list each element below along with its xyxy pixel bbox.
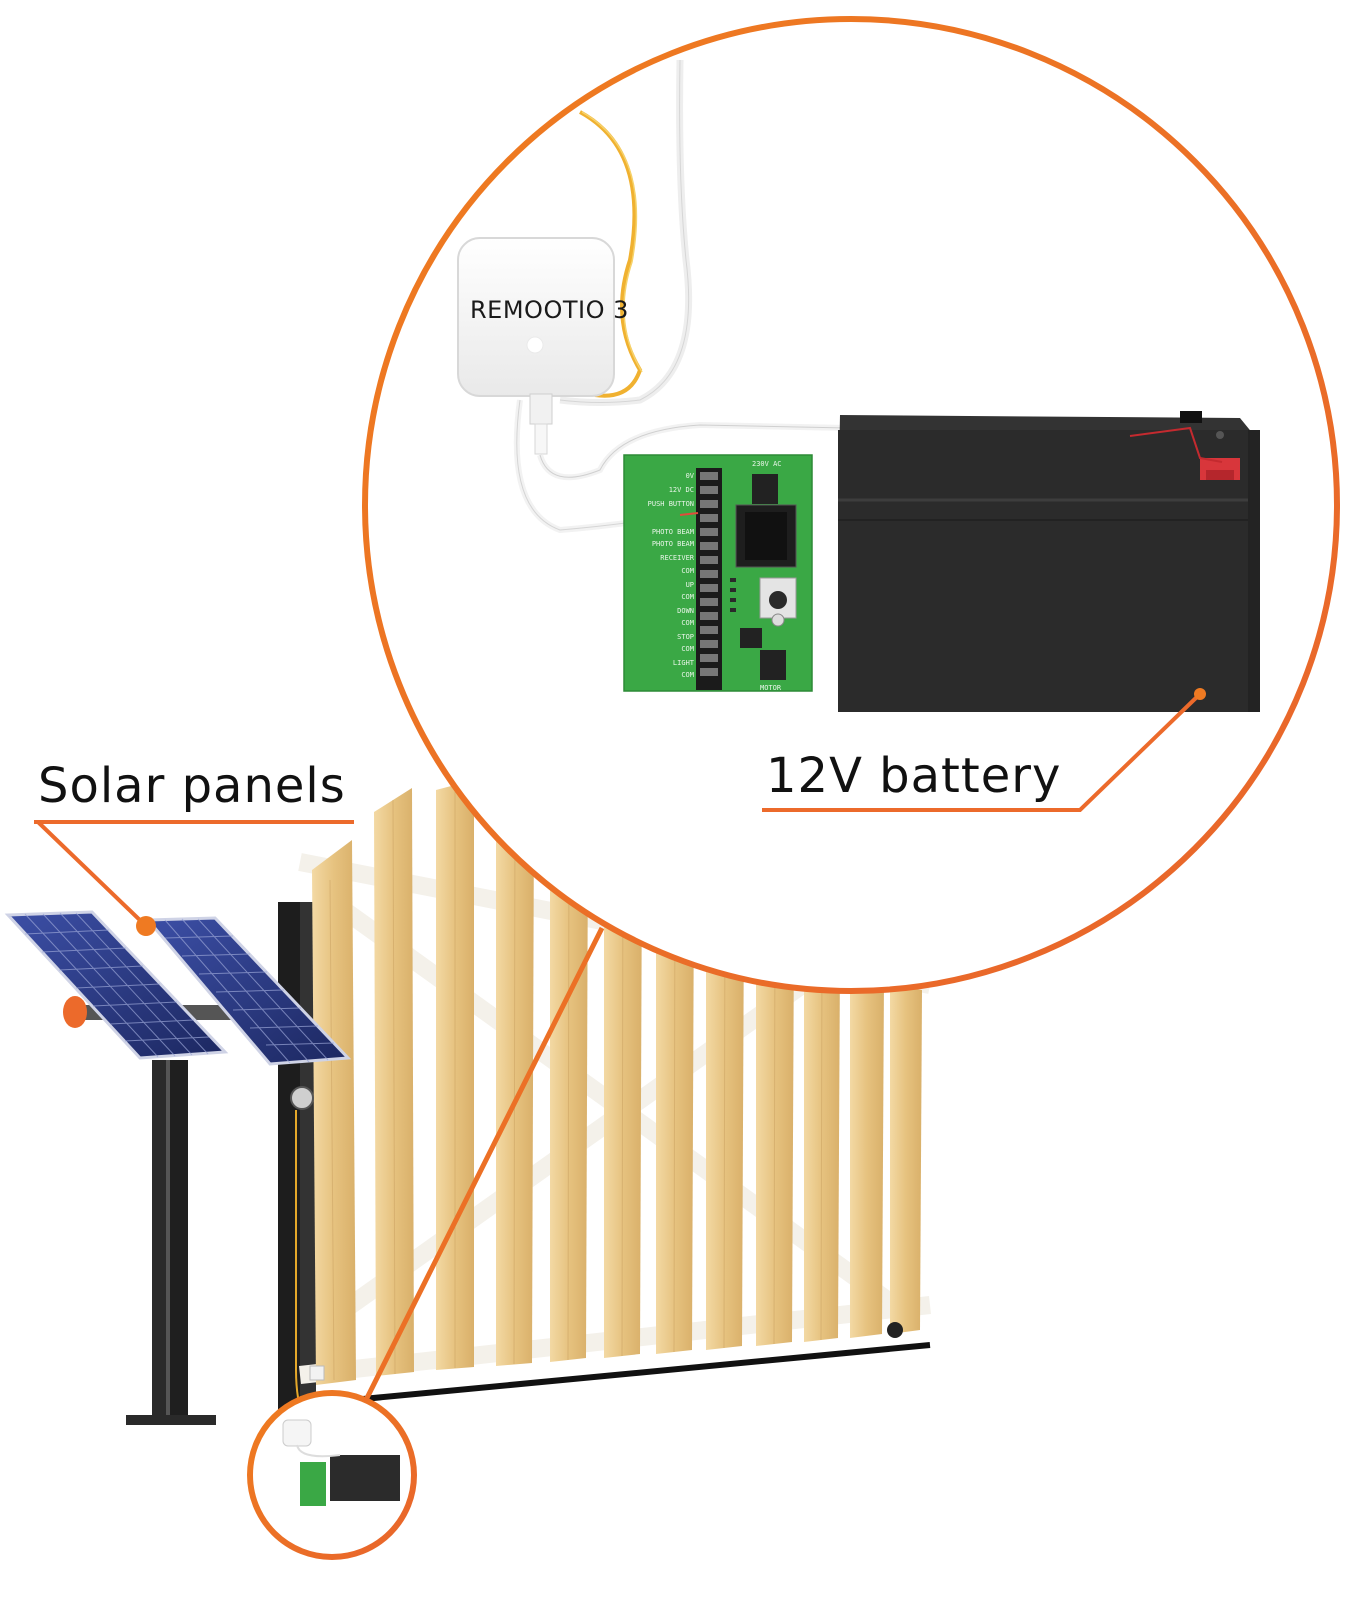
pcb-terminal-label: COM <box>681 593 694 601</box>
solar-panel-right <box>144 916 352 1066</box>
pcb-terminal-label: STOP <box>677 633 694 641</box>
remootio-device-label: REMOOTIO 3 <box>470 296 629 324</box>
small-detail-circle <box>247 1390 417 1560</box>
status-led <box>526 336 544 354</box>
pcb-power-label: 230V AC <box>752 460 782 468</box>
pcb-terminal-label: COM <box>681 645 694 653</box>
pcb-motor-label: MOTOR <box>760 684 782 692</box>
solar-panels-label: Solar panels <box>38 758 346 814</box>
callout-solar-dot <box>136 916 156 936</box>
battery-12v <box>838 411 1260 712</box>
pcb-terminal-label: COM <box>681 671 694 679</box>
pcb-terminal-label: RECEIVER <box>660 554 695 562</box>
pcb-terminal-label: UP <box>686 581 694 589</box>
gate-rail <box>299 1342 931 1408</box>
pcb-terminal-label: 12V DC <box>669 486 694 494</box>
gate-wheel <box>887 1322 903 1338</box>
pcb-terminal-label: PUSH BUTTON <box>648 500 694 508</box>
pcb-chip <box>740 628 762 648</box>
gate-scene <box>278 780 932 1421</box>
callout-solar <box>34 820 354 936</box>
solar-panel-left <box>4 910 229 1060</box>
big-detail-circle: 0V 12V DC PUSH BUTTON PHOTO BEAM PHOTO B… <box>362 16 1340 994</box>
solar-panel-assembly <box>4 910 352 1425</box>
callout-battery <box>762 688 1206 812</box>
yellow-wire <box>579 110 643 398</box>
pcb-power-connector <box>752 474 778 504</box>
battery-terminal-negative <box>1180 411 1202 423</box>
pcb-terminal-label: PHOTO BEAM <box>652 540 694 548</box>
battery-label: 12V battery <box>766 748 1062 804</box>
pcb-terminal-label: COM <box>681 567 694 575</box>
control-board-pcb: 0V 12V DC PUSH BUTTON PHOTO BEAM PHOTO B… <box>623 454 813 692</box>
remootio-device <box>457 237 615 455</box>
pcb-terminal-label: LIGHT <box>673 659 695 667</box>
solar-pole-right <box>170 1060 188 1425</box>
pcb-terminal-label: 0V <box>686 472 695 480</box>
solar-pole-base <box>126 1415 216 1425</box>
zoom-connector-line <box>362 926 605 1404</box>
pcb-terminal-label: PHOTO BEAM <box>652 528 694 536</box>
photo-eye-sensor <box>290 1086 314 1110</box>
pcb-motor-connector <box>760 650 786 680</box>
solar-pole-left <box>152 1060 170 1425</box>
pcb-terminal-label: COM <box>681 619 694 627</box>
callout-battery-dot <box>1194 688 1206 700</box>
pcb-terminal-label: DOWN <box>677 607 694 615</box>
